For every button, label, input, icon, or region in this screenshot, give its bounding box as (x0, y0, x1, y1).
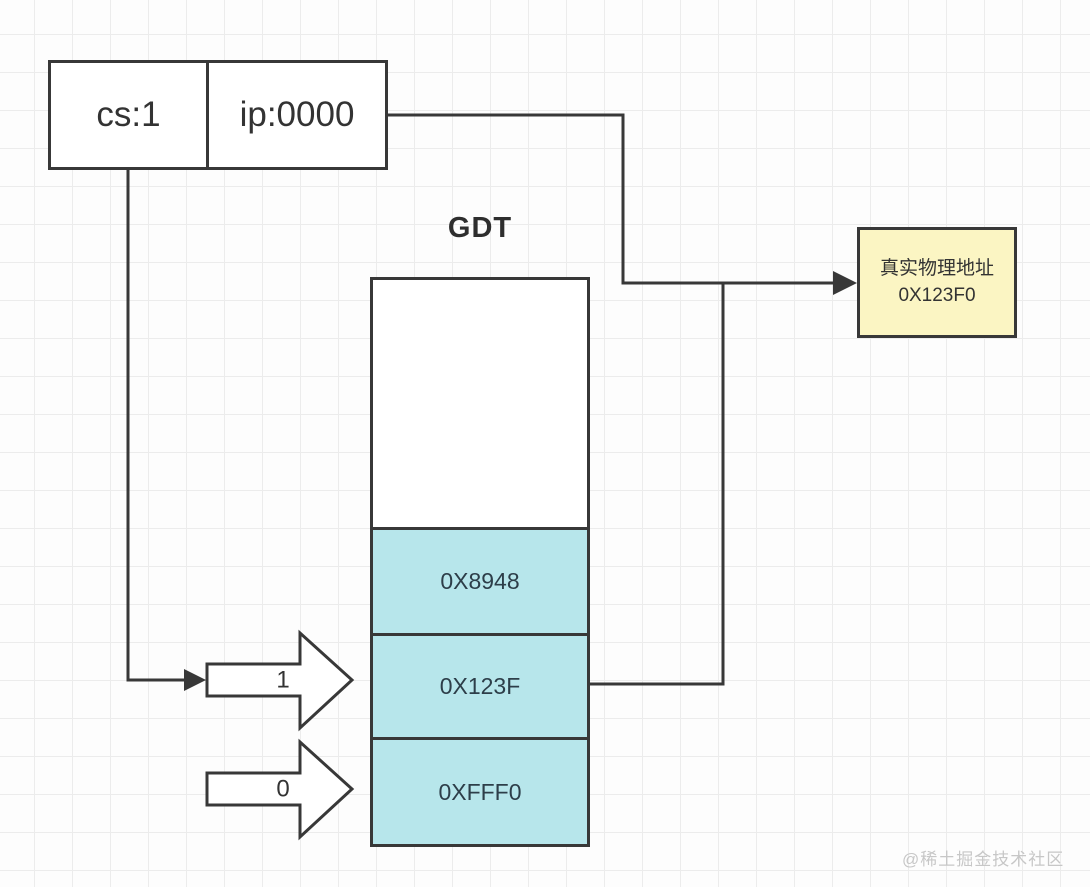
index-arrow-0-label: 0 (276, 776, 289, 803)
descriptor-to-address-connector (590, 283, 725, 686)
gdt-title: GDT (447, 212, 513, 244)
gdt-row-descriptor-2: 0X8948 (373, 527, 587, 633)
index-arrowhead-icon (184, 669, 206, 691)
physical-address-note-line2: 0X123F0 (898, 284, 976, 306)
ip-to-address-connector (388, 113, 843, 285)
cs-register-cell: cs:1 (51, 63, 209, 167)
ip-register-cell: ip:0000 (239, 95, 355, 134)
cs-to-index-connector (126, 170, 194, 682)
gdt-row-descriptor-1: 0X123F (373, 633, 587, 737)
block-arrow-0-icon (205, 738, 355, 841)
gdt-row-descriptor-0: 0XFFF0 (373, 737, 587, 844)
index-arrow-1-label: 1 (276, 667, 289, 694)
physical-address-note-line1: 真实物理地址 (879, 257, 994, 279)
physical-address-note: 真实物理地址 0X123F0 (857, 227, 1017, 338)
gdt-row-empty (373, 280, 587, 527)
address-arrowhead-icon (833, 271, 857, 295)
register-box: cs:1 ip:0000 (48, 60, 388, 170)
block-arrow-1-icon (205, 629, 355, 732)
watermark: @稀土掘金技术社区 (902, 850, 1065, 869)
gdt-table: 0X8948 0X123F 0XFFF0 (370, 277, 590, 847)
